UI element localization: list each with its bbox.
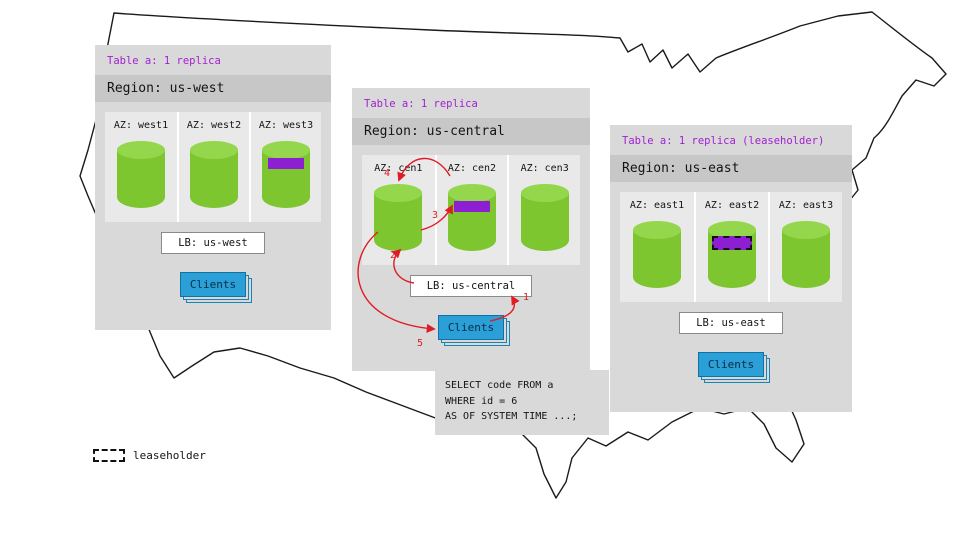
- panel-us-central: Table a: 1 replica Region: us-central AZ…: [352, 88, 590, 371]
- az-label: AZ: cen3: [520, 163, 569, 174]
- replica-range-band: [453, 201, 490, 212]
- flow-step-number-2: 2: [390, 250, 397, 261]
- az-cell-cen1: AZ: cen1: [362, 155, 435, 265]
- az-label: AZ: cen2: [447, 163, 497, 174]
- replica-cylinder: [447, 184, 496, 251]
- clients-box-us-east: Clients: [698, 352, 764, 377]
- az-cell-cen2: AZ: cen2: [434, 155, 508, 265]
- region-label: Region: us-east: [610, 155, 852, 182]
- replica-range-band: [268, 158, 304, 169]
- sql-query-box: SELECT code FROM a WHERE id = 6 AS OF SY…: [435, 370, 609, 435]
- az-label: AZ: west2: [186, 120, 242, 131]
- az-cell-east3: AZ: east3: [768, 192, 842, 302]
- panel-us-west: Table a: 1 replica Region: us-west AZ: w…: [95, 45, 331, 330]
- az-cell-east1: AZ: east1: [620, 192, 694, 302]
- table-label: Table a: 1 replica (leaseholder): [622, 135, 825, 147]
- load-balancer-us-west: LB: us-west: [161, 232, 265, 254]
- load-balancer-us-east: LB: us-east: [679, 312, 783, 334]
- az-cell-west2: AZ: west2: [177, 112, 249, 222]
- replica-cylinder: [262, 141, 310, 208]
- leaseholder-legend: leaseholder: [93, 449, 206, 462]
- az-cell-west1: AZ: west1: [105, 112, 177, 222]
- az-cell-cen3: AZ: cen3: [507, 155, 580, 265]
- flow-step-number-1: 1: [523, 292, 530, 303]
- sql-line: AS OF SYSTEM TIME ...;: [445, 411, 578, 422]
- clients-box-us-central: Clients: [438, 315, 504, 340]
- replica-cylinder: [117, 141, 165, 208]
- region-label: Region: us-west: [95, 75, 331, 102]
- replica-cylinder: [520, 184, 569, 251]
- replica-cylinder: [190, 141, 238, 208]
- panel-us-east: Table a: 1 replica (leaseholder) Region:…: [610, 125, 852, 412]
- leaseholder-swatch-icon: [93, 449, 125, 462]
- az-label: AZ: west1: [113, 120, 169, 131]
- replica-cylinder: [708, 221, 756, 288]
- az-label: AZ: cen1: [374, 163, 423, 174]
- leaseholder-range-band: [712, 236, 752, 250]
- flow-step-number-5: 5: [417, 338, 424, 349]
- replica-cylinder: [782, 221, 830, 288]
- region-label: Region: us-central: [352, 118, 590, 145]
- clients-box-us-west: Clients: [180, 272, 246, 297]
- az-cell-west3: AZ: west3: [249, 112, 321, 222]
- flow-step-number-3: 3: [432, 210, 439, 221]
- az-cell-east2: AZ: east2: [694, 192, 768, 302]
- az-label: AZ: east2: [704, 200, 760, 211]
- table-label: Table a: 1 replica: [364, 98, 478, 110]
- flow-step-number-4: 4: [384, 168, 391, 179]
- sql-line: WHERE id = 6: [445, 395, 518, 407]
- az-label: AZ: east3: [778, 200, 834, 211]
- az-row: AZ: cen1 AZ: cen2 AZ: cen3: [362, 155, 580, 265]
- az-label: AZ: east1: [629, 200, 685, 211]
- table-label: Table a: 1 replica: [107, 55, 221, 67]
- az-label: AZ: west3: [258, 120, 314, 131]
- load-balancer-us-central: LB: us-central: [409, 275, 533, 297]
- az-row: AZ: west1 AZ: west2 AZ: west3: [105, 112, 321, 222]
- sql-line: SELECT code FROM a: [445, 380, 554, 391]
- legend-label: leaseholder: [133, 449, 206, 462]
- az-row: AZ: east1 AZ: east2 AZ: east3: [620, 192, 842, 302]
- replica-cylinder: [633, 221, 681, 288]
- replica-cylinder: [374, 184, 423, 251]
